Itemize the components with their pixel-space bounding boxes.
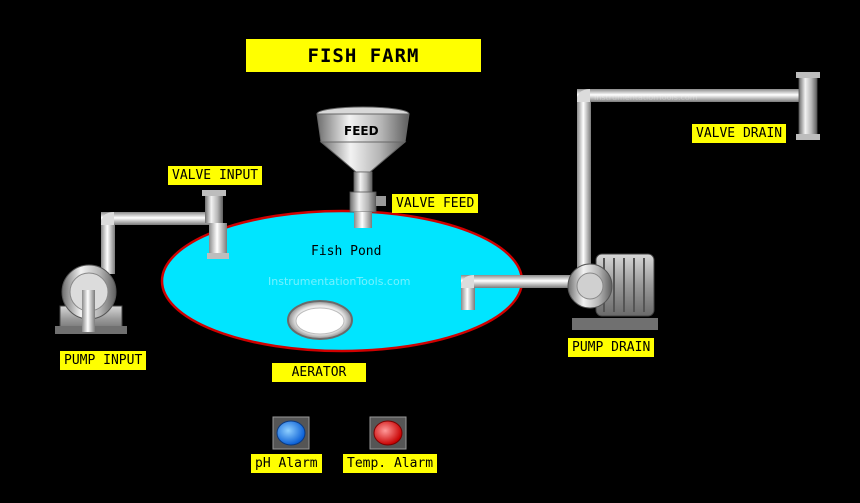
aerator-tag: AERATOR — [272, 363, 366, 382]
pump-input[interactable] — [55, 264, 127, 334]
pump-drain-tag: PUMP DRAIN — [568, 338, 655, 357]
valve-input-tag: VALVE INPUT — [168, 166, 263, 185]
pond-label: Fish Pond — [311, 244, 382, 259]
temp-alarm-tag: Temp. Alarm — [343, 454, 438, 473]
feed-label: FEED — [344, 124, 379, 138]
valve-drain[interactable] — [796, 72, 820, 140]
aerator[interactable] — [287, 300, 353, 340]
watermark: InstrumentationTools.com — [268, 275, 411, 288]
valve-input[interactable] — [202, 190, 229, 259]
drain-inlet-pipe — [461, 275, 591, 310]
valve-feed-tag: VALVE FEED — [392, 194, 479, 213]
pump-input-tag: PUMP INPUT — [60, 351, 147, 370]
watermark-small: InstrumentationTools.com — [594, 93, 698, 102]
valve-drain-tag: VALVE DRAIN — [692, 124, 787, 143]
page-title: FISH FARM — [246, 39, 481, 72]
input-pipe — [101, 212, 213, 274]
temp-alarm-indicator — [369, 416, 407, 450]
pump-drain[interactable] — [567, 253, 658, 330]
valve-feed[interactable] — [349, 191, 386, 228]
ph-alarm-indicator — [272, 416, 310, 450]
feed-hopper — [316, 106, 410, 195]
ph-alarm-tag: pH Alarm — [251, 454, 322, 473]
drain-riser-pipe — [577, 89, 799, 280]
